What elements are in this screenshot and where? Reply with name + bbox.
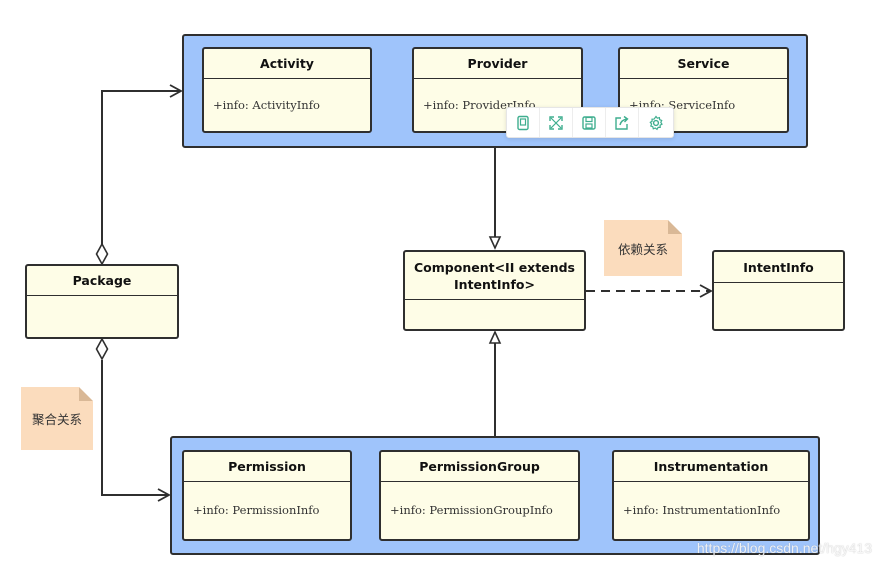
- class-member: +info: PermissionGroupInfo: [390, 503, 553, 517]
- note-text: 依赖关系: [617, 241, 668, 257]
- save-button[interactable]: [573, 108, 606, 137]
- fullscreen-button[interactable]: [540, 108, 573, 137]
- class-title: Provider: [414, 49, 581, 79]
- class-title: Service: [620, 49, 787, 79]
- note-fold: [79, 387, 93, 401]
- fullscreen-icon: [549, 115, 563, 130]
- class-title: Component<II extends IntentInfo>: [405, 252, 584, 300]
- class-title-line: IntentInfo>: [454, 276, 535, 292]
- class-instrumentation[interactable]: Instrumentation +info: InstrumentationIn…: [612, 450, 810, 541]
- save-icon: [582, 115, 596, 130]
- image-toolbar: [506, 107, 674, 138]
- class-package[interactable]: Package: [25, 264, 179, 339]
- aggregation-top-connector: [95, 84, 183, 266]
- share-button[interactable]: [606, 108, 639, 137]
- class-permission[interactable]: Permission +info: PermissionInfo: [182, 450, 352, 541]
- class-component[interactable]: Component<II extends IntentInfo>: [403, 250, 586, 331]
- note-dependency[interactable]: 依赖关系: [604, 220, 682, 276]
- settings-button[interactable]: [639, 108, 672, 137]
- class-permissiongroup[interactable]: PermissionGroup +info: PermissionGroupIn…: [379, 450, 580, 541]
- class-member: +info: InstrumentationInfo: [623, 503, 781, 517]
- class-intentinfo[interactable]: IntentInfo: [712, 250, 845, 331]
- class-member: +info: ActivityInfo: [213, 98, 320, 112]
- class-title: Instrumentation: [614, 452, 808, 482]
- class-member-empty: [714, 283, 843, 329]
- class-title-line: Component<II extends: [414, 259, 575, 275]
- settings-icon: [648, 114, 663, 130]
- class-title: Permission: [184, 452, 350, 482]
- class-title: Activity: [204, 49, 370, 79]
- class-member-empty: [405, 300, 584, 329]
- aggregation-bottom-connector: [95, 337, 171, 502]
- class-title: Package: [27, 266, 177, 296]
- fit-page-icon: [517, 115, 529, 130]
- class-member: +info: PermissionInfo: [193, 503, 320, 517]
- class-provider[interactable]: Provider +info: ProviderInfo: [412, 47, 583, 133]
- fit-page-button[interactable]: [507, 108, 540, 137]
- class-activity[interactable]: Activity +info: ActivityInfo: [202, 47, 372, 133]
- note-fold: [668, 220, 682, 234]
- note-aggregation[interactable]: 聚合关系: [21, 387, 93, 450]
- class-title: IntentInfo: [714, 252, 843, 283]
- note-text: 聚合关系: [31, 412, 82, 427]
- share-icon: [615, 115, 629, 130]
- class-title: PermissionGroup: [381, 452, 578, 482]
- class-member-empty: [27, 296, 177, 337]
- watermark: https://blog.csdn.net/hgy413: [696, 540, 872, 556]
